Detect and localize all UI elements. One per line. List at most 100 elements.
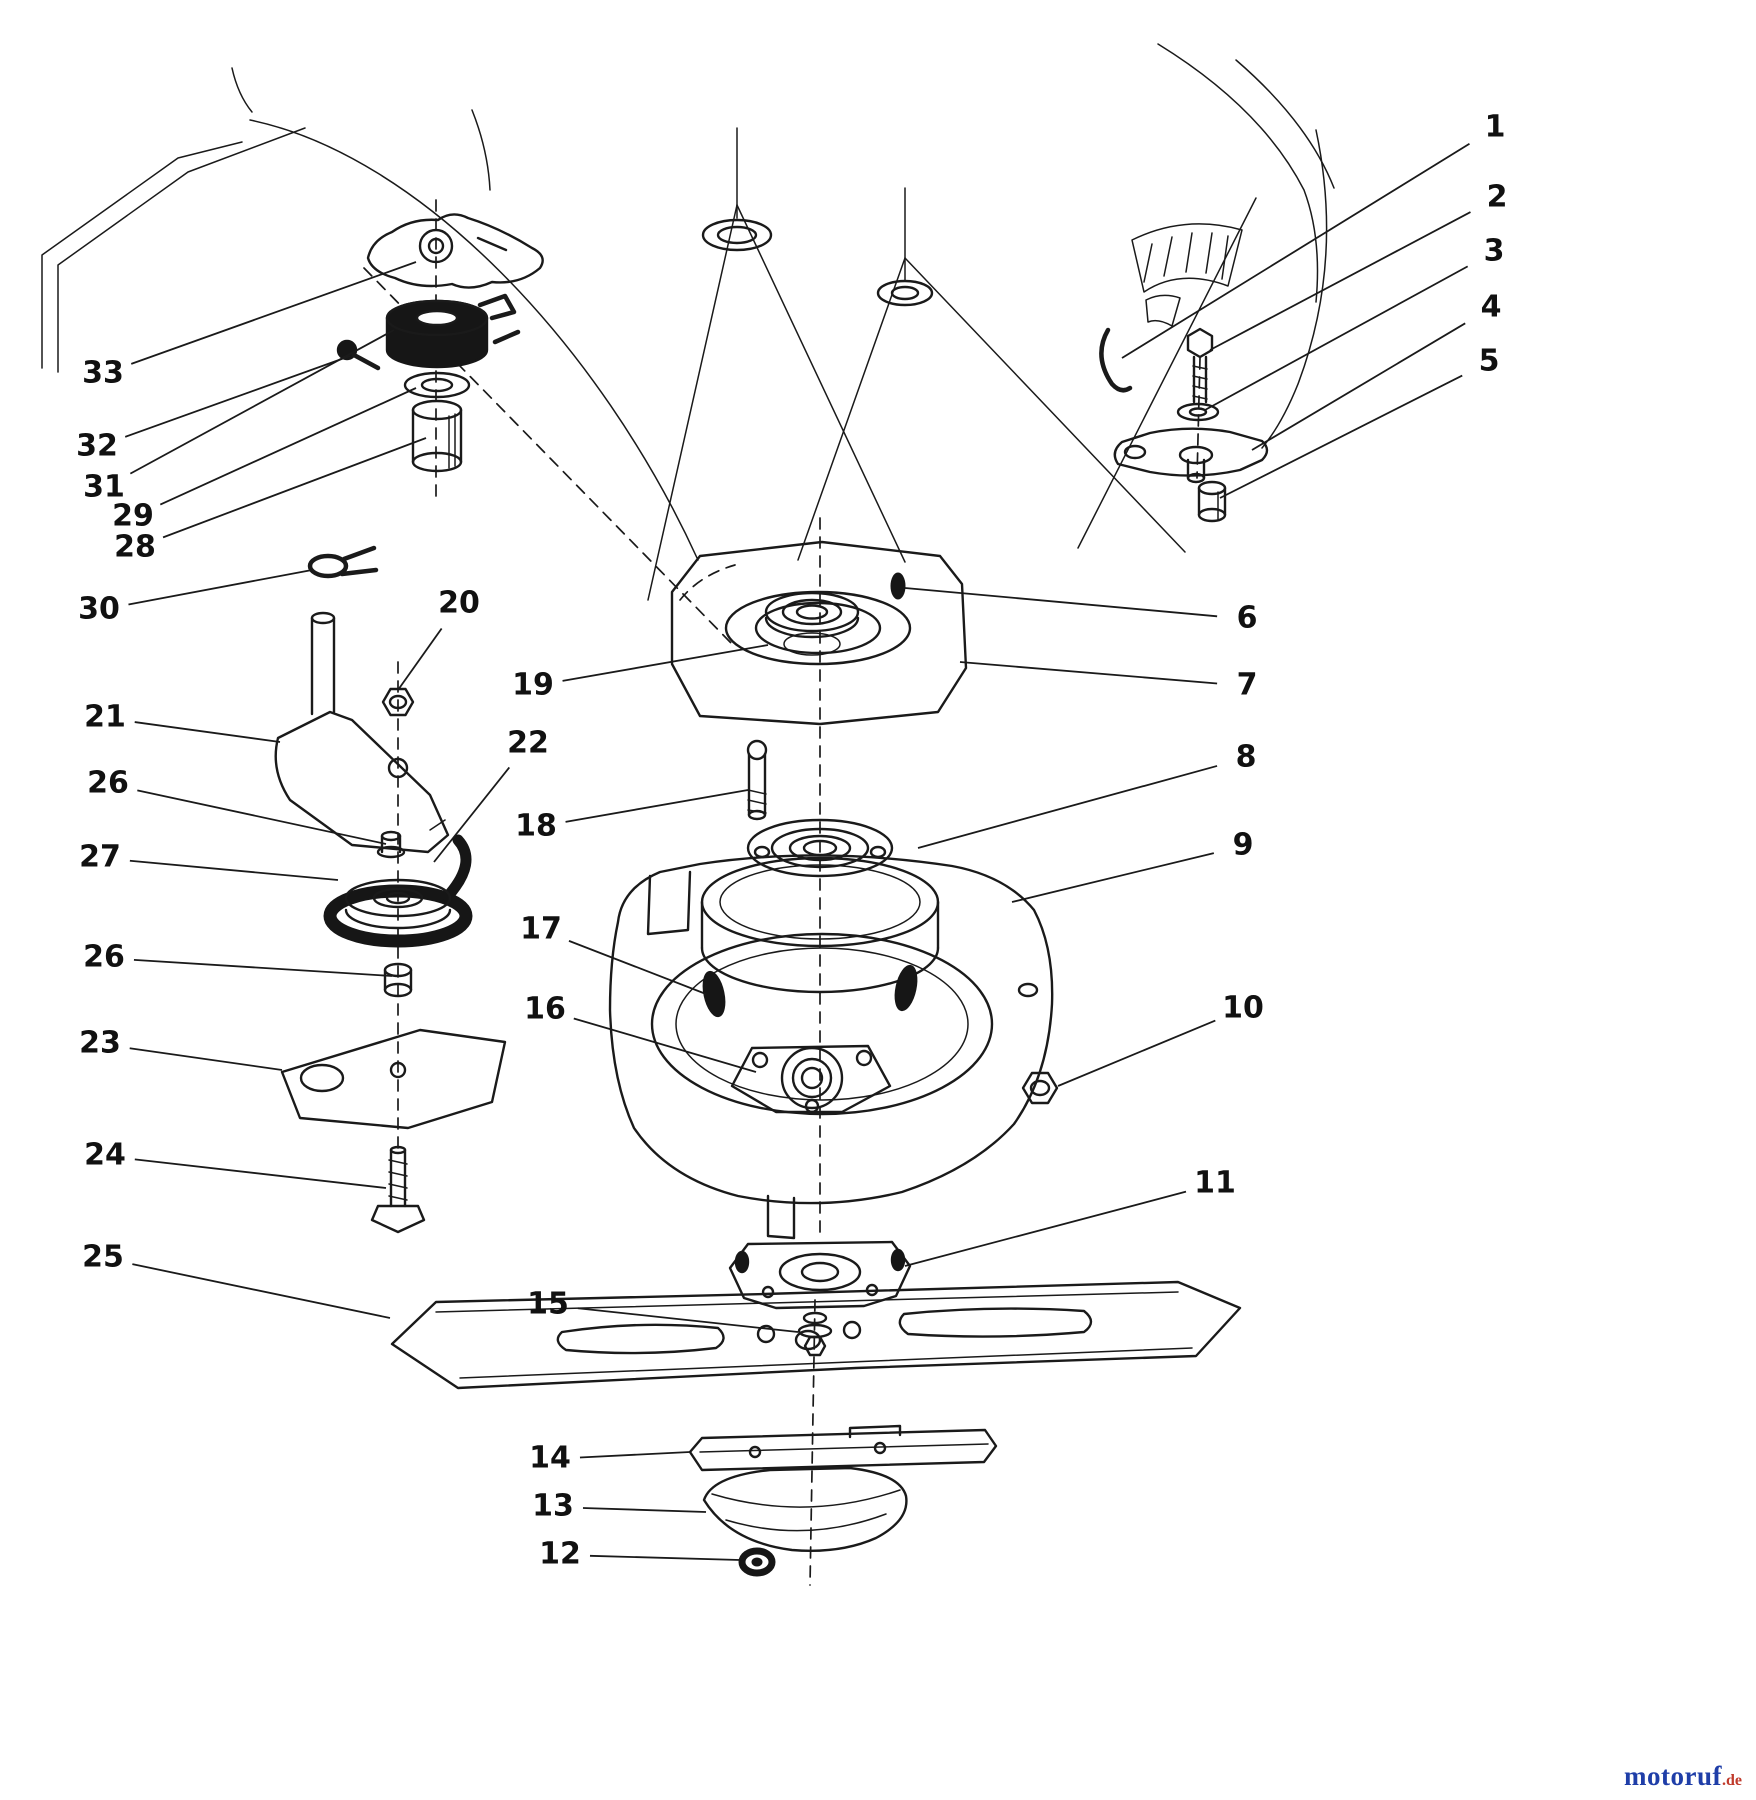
part-26-bushing-upper [376, 830, 406, 859]
leader-line-10 [1057, 1019, 1216, 1087]
part-6-key [890, 572, 906, 600]
callout-31: 31 [83, 470, 125, 505]
part-19-bearing [764, 591, 860, 656]
callout-16: 16 [524, 992, 566, 1027]
leader-line-12 [589, 1554, 741, 1561]
leader-line-20 [397, 627, 443, 691]
part-11-blade-driver [728, 1240, 912, 1310]
part-12-flange-nut [738, 1547, 776, 1577]
callout-11: 11 [1194, 1166, 1236, 1201]
leader-line-4 [1251, 322, 1466, 451]
leader-line-28 [162, 437, 427, 539]
callout-10: 10 [1222, 991, 1264, 1026]
part-5-spacer [1197, 480, 1227, 523]
callout-15: 15 [527, 1287, 569, 1322]
callout-30: 30 [78, 592, 120, 627]
callout-5: 5 [1479, 344, 1500, 379]
watermark-name: motoruf [1624, 1761, 1722, 1791]
part-3-washer [1176, 402, 1220, 422]
part-31-brake-spring-drum [385, 293, 521, 369]
leader-line-5 [1219, 374, 1463, 499]
leader-line-26 [133, 958, 393, 977]
watermark: motoruf.de [1624, 1761, 1742, 1792]
leader-line-18 [565, 789, 749, 823]
part-13-spindle-cover [702, 1466, 908, 1552]
callout-7: 7 [1237, 668, 1258, 703]
part-15-bolt-stack [797, 1311, 833, 1357]
leader-line-16 [573, 1017, 757, 1073]
leader-line-24 [134, 1158, 387, 1189]
callout-23: 23 [79, 1026, 121, 1061]
callout-14: 14 [529, 1441, 571, 1476]
leader-line-1 [1121, 142, 1470, 359]
leader-line-23 [129, 1047, 283, 1071]
part-26-bushing-lower [383, 962, 413, 998]
callout-26: 26 [87, 766, 129, 801]
callout-20: 20 [438, 586, 480, 621]
part-1-retainer-clip [1099, 327, 1133, 393]
part-25-blade [390, 1280, 1242, 1390]
leader-line-31 [129, 329, 395, 475]
part-17-spacers [702, 964, 918, 1018]
watermark-tld: .de [1722, 1772, 1742, 1789]
leader-line-33 [130, 261, 417, 365]
part-22-drive-belt [323, 834, 473, 948]
callout-33: 33 [82, 356, 124, 391]
leader-line-2 [1209, 211, 1471, 351]
part-29-washer [403, 371, 471, 399]
leader-line-17 [568, 940, 707, 995]
leader-line-13 [582, 1507, 707, 1513]
leader-line-32 [124, 355, 351, 438]
leader-line-30 [128, 569, 313, 606]
callout-21: 21 [84, 700, 126, 735]
deck-outline [41, 67, 699, 561]
leader-line-15 [577, 1307, 799, 1333]
callout-28: 28 [114, 530, 156, 565]
callout-2: 2 [1487, 180, 1508, 215]
callout-8: 8 [1236, 740, 1257, 775]
callout-27: 27 [79, 840, 121, 875]
leader-line-3 [1204, 265, 1469, 411]
callouts: 1234567891011121314151617181920212223242… [76, 110, 1507, 1572]
grommet-washers [701, 127, 934, 307]
leader-line-25 [132, 1263, 391, 1319]
part-32-bolt [336, 339, 381, 371]
part-16-bearing-hub [730, 1044, 892, 1114]
callout-9: 9 [1233, 828, 1254, 863]
callout-25: 25 [82, 1240, 124, 1275]
part-4-brake-arm [1113, 427, 1269, 484]
callout-18: 18 [515, 809, 557, 844]
leader-line-22 [433, 766, 511, 863]
part-2-bolt [1186, 327, 1214, 404]
leader-line-8 [917, 765, 1218, 849]
part-9-housing [608, 854, 1054, 1240]
part-23-mounting-plate [280, 1028, 507, 1130]
part-28-spacer [411, 399, 463, 473]
leader-line-19 [562, 644, 769, 682]
callout-19: 19 [512, 668, 554, 703]
leader-line-7 [959, 661, 1218, 685]
leader-line-14 [579, 1451, 691, 1459]
part-21-idler-arm [274, 611, 450, 854]
part-20-nut [381, 687, 415, 717]
callout-22: 22 [507, 726, 549, 761]
callout-26: 26 [83, 940, 125, 975]
callout-29: 29 [112, 499, 154, 534]
leader-line-6 [904, 587, 1218, 618]
part-8-clutch-assembly [700, 818, 940, 994]
leader-line-9 [1011, 852, 1215, 903]
callout-24: 24 [84, 1138, 126, 1173]
part-18-pin [746, 739, 768, 821]
callout-12: 12 [539, 1537, 581, 1572]
part-30-torsion-spring [307, 545, 379, 579]
callout-3: 3 [1484, 234, 1505, 269]
part-33-brake-lever [366, 213, 544, 289]
callout-13: 13 [532, 1489, 574, 1524]
engine-housing-outline [1131, 43, 1335, 449]
callout-6: 6 [1237, 601, 1258, 636]
leader-line-27 [129, 859, 339, 881]
callout-1: 1 [1485, 110, 1506, 145]
part-27-idler-pulley [344, 878, 452, 930]
